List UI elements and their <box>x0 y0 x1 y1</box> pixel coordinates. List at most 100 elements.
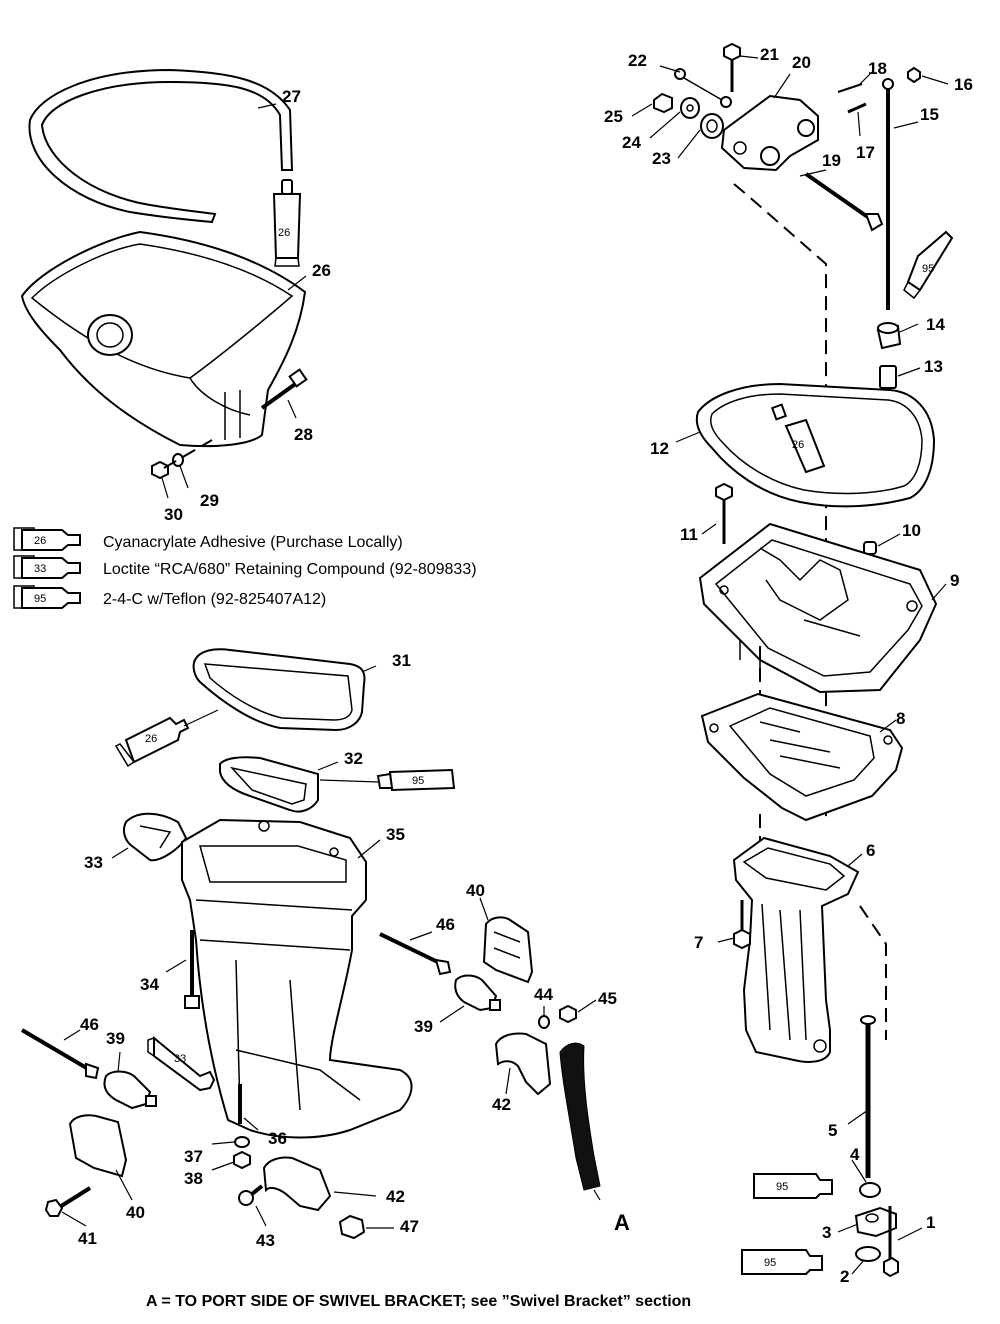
tube-label: 26 <box>278 227 290 239</box>
pin-17 <box>847 102 867 114</box>
callout-28: 28 <box>294 425 313 444</box>
callout-17: 17 <box>856 143 875 162</box>
callout-1: 1 <box>926 1213 935 1232</box>
callout-29: 29 <box>200 491 219 510</box>
cover-33 <box>123 812 188 862</box>
callout-numbers: 27 26 28 29 30 31 32 33 35 34 46 40 39 4… <box>78 45 973 1286</box>
spacer-13 <box>879 365 897 389</box>
reference-label-a: A <box>614 1210 630 1235</box>
nut-45 <box>559 1004 577 1024</box>
bottom-cowl-26 <box>20 230 307 448</box>
seal-32 <box>219 756 319 813</box>
callout-47: 47 <box>400 1217 419 1236</box>
callout-5: 5 <box>828 1121 837 1140</box>
legend-text-33: Loctite “RCA/680” Retaining Compound (92… <box>103 561 477 578</box>
callout-40-left: 40 <box>126 1203 145 1222</box>
footnote: A = TO PORT SIDE OF SWIVEL BRACKET; see … <box>146 1293 691 1310</box>
svg-text:95: 95 <box>412 775 424 787</box>
callout-34: 34 <box>140 975 159 994</box>
callout-12: 12 <box>650 439 669 458</box>
callout-31: 31 <box>392 651 411 670</box>
loctite-tube-33: 33 <box>147 1035 216 1092</box>
svg-text:33: 33 <box>34 563 46 575</box>
callout-26: 26 <box>312 261 331 280</box>
svg-text:95: 95 <box>34 593 46 605</box>
callout-21: 21 <box>760 45 779 64</box>
callout-33: 33 <box>84 853 103 872</box>
nut-30 <box>151 460 169 480</box>
callout-46-right: 46 <box>436 915 455 934</box>
callout-6: 6 <box>866 841 875 860</box>
callout-7: 7 <box>694 933 703 952</box>
svg-text:26: 26 <box>145 733 157 745</box>
callout-20: 20 <box>792 53 811 72</box>
pin-18 <box>837 83 863 93</box>
callout-38: 38 <box>184 1169 203 1188</box>
clamp-42-left <box>262 1156 332 1212</box>
nut-25 <box>653 92 673 114</box>
callout-15: 15 <box>920 105 939 124</box>
legend: 26 Cyanacrylate Adhesive (Purchase Local… <box>13 527 477 609</box>
adhesive-tube-26-mid: 26 <box>114 716 190 768</box>
callout-10: 10 <box>902 521 921 540</box>
svg-text:26: 26 <box>792 439 804 451</box>
screw-19 <box>804 172 884 232</box>
callout-45: 45 <box>598 989 617 1008</box>
callout-11: 11 <box>680 525 698 544</box>
legend-text-26: Cyanacrylate Adhesive (Purchase Locally) <box>103 534 403 551</box>
screw-43 <box>238 1184 264 1206</box>
callout-2: 2 <box>840 1267 849 1286</box>
lubricant-tube-95-bottom: 95 <box>741 1249 823 1275</box>
washer-29 <box>172 453 184 467</box>
shift-rod-15 <box>882 78 894 310</box>
mount-39-right <box>454 974 501 1012</box>
callout-42-left: 42 <box>386 1187 405 1206</box>
nut-16 <box>907 66 921 84</box>
callout-16: 16 <box>954 75 973 94</box>
screw-34 <box>184 930 200 1009</box>
callout-9: 9 <box>950 571 959 590</box>
clamp-42-right <box>494 1032 552 1096</box>
stud-46-left <box>20 1028 100 1080</box>
callout-22: 22 <box>628 51 647 70</box>
callout-42-right: 42 <box>492 1095 511 1114</box>
callout-23: 23 <box>652 149 671 168</box>
legend-text-95: 2-4-C w/Teflon (92-825407A12) <box>103 591 326 608</box>
washer-24 <box>680 97 700 119</box>
svg-text:95: 95 <box>764 1257 776 1269</box>
callout-8: 8 <box>896 709 905 728</box>
callout-39-right: 39 <box>414 1017 433 1036</box>
bushing-3 <box>854 1206 897 1238</box>
callout-14: 14 <box>926 315 945 334</box>
legend-item-26: 26 Cyanacrylate Adhesive (Purchase Local… <box>13 527 403 551</box>
callout-27: 27 <box>282 87 301 106</box>
callout-39-left: 39 <box>106 1029 125 1048</box>
callout-36: 36 <box>268 1129 287 1148</box>
svg-text:33: 33 <box>174 1053 186 1065</box>
callout-32: 32 <box>344 749 363 768</box>
callout-44: 44 <box>534 985 553 1004</box>
callout-3: 3 <box>822 1223 831 1242</box>
callout-41: 41 <box>78 1229 97 1248</box>
washer-2 <box>855 1246 881 1262</box>
callout-24: 24 <box>622 133 641 152</box>
svg-text:95: 95 <box>922 263 934 275</box>
callout-43: 43 <box>256 1231 275 1250</box>
driveshaft-housing-35 <box>181 818 413 1139</box>
adhesive-tube-26-right: 26 <box>770 403 826 474</box>
bushing-4 <box>859 1182 881 1198</box>
screw-28 <box>260 368 308 410</box>
svg-text:95: 95 <box>776 1181 788 1193</box>
legend-item-33: 33 Loctite “RCA/680” Retaining Compound … <box>13 555 477 579</box>
lubricant-tube-95-top: 95 <box>903 230 954 300</box>
water-hose <box>559 1042 601 1191</box>
adhesive-tube-26-top: 26 <box>272 179 302 267</box>
shift-bracket-20 <box>720 94 819 172</box>
gasket-8 <box>700 692 904 822</box>
nut-47 <box>338 1214 366 1240</box>
seal-27 <box>28 68 294 224</box>
screw-41 <box>44 1186 92 1217</box>
callout-40-right: 40 <box>466 881 485 900</box>
svg-text:26: 26 <box>34 535 46 547</box>
